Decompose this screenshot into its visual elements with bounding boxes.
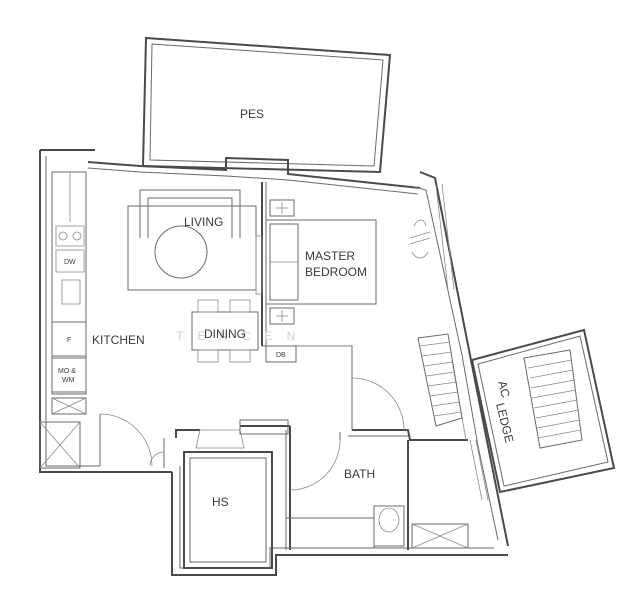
bathroom-fixtures xyxy=(285,432,469,549)
pes-area xyxy=(141,36,392,174)
kitchen-door xyxy=(99,413,165,468)
room-label-bath: BATH xyxy=(344,467,375,481)
room-label-pes: PES xyxy=(240,107,264,121)
louvre-panel xyxy=(417,333,463,427)
fixture-label-db: DB xyxy=(276,352,286,359)
ac-ledge xyxy=(470,328,616,494)
room-label-bedroom: BEDROOM xyxy=(305,265,367,279)
room-label-living: LIVING xyxy=(184,215,223,229)
room-label-hs: HS xyxy=(212,495,229,509)
room-label-kitchen: KITCHEN xyxy=(92,333,145,347)
bed-furniture xyxy=(265,199,431,325)
db-cabinet xyxy=(265,345,352,363)
room-label-dining: DINING xyxy=(204,327,246,341)
fixture-label-mo: MO & xyxy=(58,368,76,375)
bedroom-door xyxy=(351,377,405,431)
kitchen-counter xyxy=(39,171,87,469)
dining-set xyxy=(191,299,259,363)
fixture-label-wm: WM xyxy=(62,377,75,384)
living-furniture xyxy=(127,189,263,295)
household-shelter xyxy=(183,419,289,569)
room-label-ledge: LEDGE xyxy=(493,401,516,444)
facade-windows xyxy=(435,183,489,501)
room-label-ac: AC xyxy=(495,379,513,399)
fixture-label-fridge: F xyxy=(67,337,71,344)
watermark: TENCEN xyxy=(176,329,309,343)
fixture-label-dw: DW xyxy=(64,259,76,266)
room-label-master: MASTER xyxy=(305,249,355,263)
